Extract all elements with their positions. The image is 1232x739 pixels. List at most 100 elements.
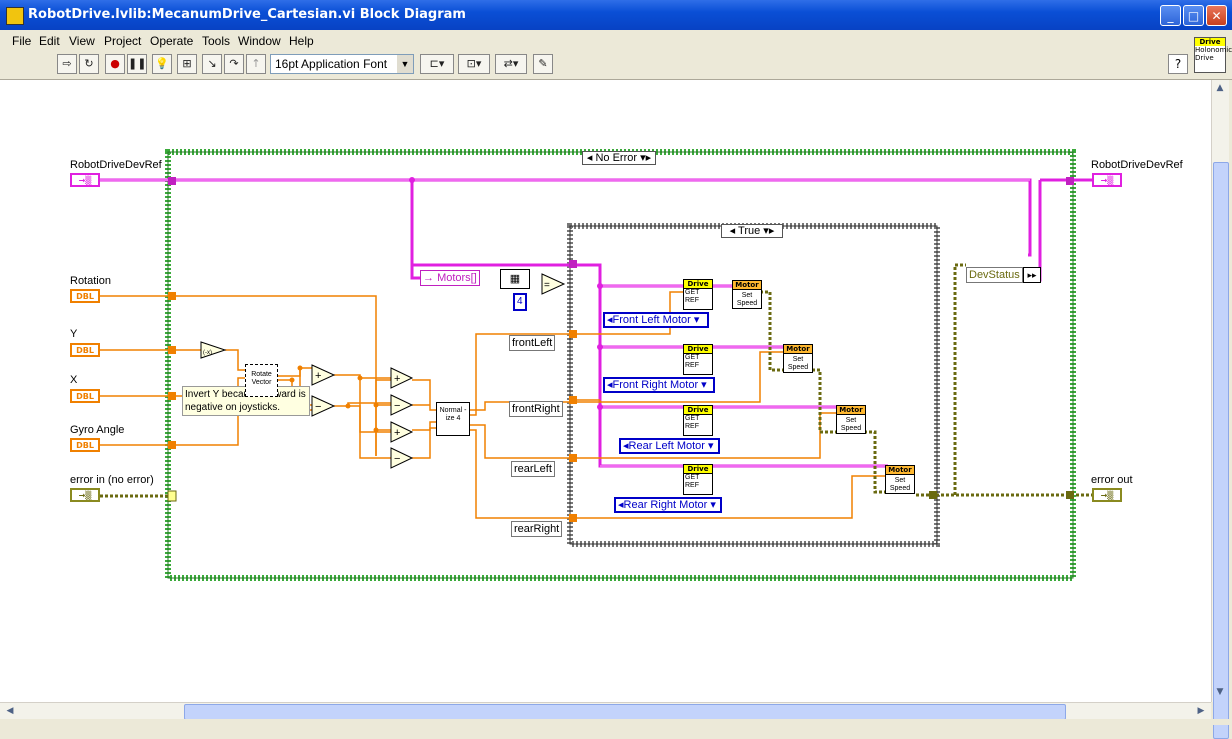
app-icon — [6, 7, 24, 25]
motor-set-speed-2[interactable]: Set Speed — [783, 353, 813, 373]
add-node-2 — [390, 367, 414, 389]
dev-status-unbundle[interactable]: DevStatus — [966, 267, 1023, 283]
negate-node — [200, 341, 227, 359]
horizontal-scrollbar[interactable]: ◀ ▶ — [0, 702, 1211, 720]
distribute-objects-icon[interactable]: ⊡▾ — [458, 54, 490, 74]
step-into-icon[interactable]: ↘ — [202, 54, 222, 74]
input-error-terminal[interactable]: →▒ — [70, 488, 100, 502]
status-bar — [0, 719, 1232, 725]
enum-front-left-motor[interactable]: ◂Front Left Motor ▾ — [603, 312, 709, 328]
scroll-right-icon[interactable]: ▶ — [1197, 706, 1205, 716]
close-button[interactable]: ✕ — [1206, 5, 1227, 26]
menu-edit[interactable]: Edit — [39, 34, 60, 48]
menu-operate[interactable]: Operate — [150, 34, 194, 48]
retain-wire-values-icon[interactable]: ⊞ — [177, 54, 197, 74]
vertical-scroll-thumb[interactable] — [1213, 162, 1229, 739]
vi-icon: Drive Holonomic Drive — [1194, 37, 1232, 73]
ref-wire — [100, 178, 1092, 468]
svg-text:−: − — [394, 453, 400, 465]
svg-text:=: = — [544, 280, 550, 291]
enum-rear-left-value: Rear Left Motor — [628, 440, 705, 452]
output-error-terminal[interactable]: →▒ — [1092, 488, 1122, 502]
align-objects-icon[interactable]: ⊏▾ — [420, 54, 454, 74]
motor-set-speed-3[interactable]: Set Speed — [836, 414, 866, 434]
sub-node-3 — [390, 447, 414, 469]
step-out-icon[interactable]: ↑ — [246, 54, 266, 74]
minimize-button[interactable]: _ — [1160, 5, 1181, 26]
help-button[interactable]: ? — [1168, 54, 1188, 74]
step-over-icon[interactable]: ↷ — [224, 54, 244, 74]
input-rotation-terminal[interactable]: DBL — [70, 289, 100, 303]
menu-file[interactable]: File — [12, 34, 32, 48]
font-select[interactable]: 16pt Application Font ▼ — [270, 54, 414, 74]
drive-get-ref-2: REF — [685, 362, 699, 369]
inner-case-selector[interactable]: ◂ True ▾▸ — [721, 224, 783, 238]
input-robot-ref-label: RobotDriveDevRef — [70, 159, 162, 171]
outer-case-selector[interactable]: ◂ No Error ▾▸ — [582, 151, 656, 165]
maximize-button[interactable]: □ — [1183, 5, 1204, 26]
motor-set-speed-4[interactable]: Set Speed — [885, 474, 915, 494]
error-wire — [100, 263, 1092, 498]
normalize-node[interactable]: Normal -ize 4 — [436, 402, 470, 436]
window-title: RobotDrive.lvlib:MecanumDrive_Cartesian.… — [28, 7, 466, 22]
enum-rear-right-value: Rear Right Motor — [623, 499, 708, 511]
enum-front-right-motor[interactable]: ◂Front Right Motor ▾ — [603, 377, 715, 393]
menu-view[interactable]: View — [69, 34, 95, 48]
sub-node-1 — [311, 395, 336, 417]
svg-text:+: + — [394, 427, 400, 439]
menu-project[interactable]: Project — [104, 34, 142, 48]
drive-get-ref-3: REF — [685, 423, 699, 430]
drive-get-get-1: GET — [685, 289, 700, 296]
array-size-icon[interactable]: ▦ — [500, 269, 530, 289]
output-robot-ref-terminal[interactable]: →▒ — [1092, 173, 1122, 187]
pause-icon[interactable]: ❚❚ — [127, 54, 147, 74]
inner-case-value: True — [738, 225, 761, 237]
menu-tools[interactable]: Tools — [202, 34, 231, 48]
reorder-icon[interactable]: ⇄▾ — [495, 54, 527, 74]
cleanup-diagram-icon[interactable]: ✎ — [533, 54, 553, 74]
motor-set-speed-1[interactable]: Set Speed — [732, 289, 762, 309]
wheel-label-rear-left: rearLeft — [511, 461, 555, 477]
vi-icon-header: Drive — [1195, 38, 1225, 46]
array-size-constant[interactable]: 4 — [513, 293, 527, 311]
vertical-scrollbar[interactable]: ▲ ▼ — [1211, 80, 1229, 739]
scroll-left-icon[interactable]: ◀ — [6, 706, 14, 716]
run-continuous-icon[interactable]: ↻ — [79, 54, 99, 74]
abort-icon[interactable]: ● — [105, 54, 125, 74]
output-robot-ref-label: RobotDriveDevRef — [1091, 159, 1183, 171]
input-gyro-label: Gyro Angle — [70, 424, 125, 436]
block-diagram-canvas[interactable]: +− +− +− = (-x) ◂ No Error ▾▸ ◂ True ▾▸ … — [0, 80, 1211, 702]
menu-help[interactable]: Help — [289, 34, 314, 48]
enum-front-right-value: Front Right Motor — [612, 379, 699, 391]
scroll-down-icon[interactable]: ▼ — [1216, 687, 1224, 697]
drive-get-get-3: GET — [685, 415, 700, 422]
input-x-terminal[interactable]: DBL — [70, 389, 100, 403]
enum-rear-left-motor[interactable]: ◂Rear Left Motor ▾ — [619, 438, 720, 454]
svg-text:+: + — [315, 370, 321, 382]
menu-window[interactable]: Window — [238, 34, 281, 48]
rotate-vector-node[interactable]: Rotate Vector — [245, 364, 278, 397]
svg-text:−: − — [394, 400, 400, 412]
run-arrow-icon[interactable]: ⇨ — [57, 54, 77, 74]
enum-front-left-value: Front Left Motor — [612, 314, 691, 326]
scroll-up-icon[interactable]: ▲ — [1216, 83, 1224, 93]
drive-get-ref-4: REF — [685, 482, 699, 489]
motors-label: Motors[] — [437, 272, 477, 284]
horizontal-scroll-thumb[interactable] — [184, 704, 1066, 720]
unbundle-icon: ▸▸ — [1023, 267, 1041, 283]
enum-rear-right-motor[interactable]: ◂Rear Right Motor ▾ — [614, 497, 722, 513]
input-gyro-terminal[interactable]: DBL — [70, 438, 100, 452]
highlight-execution-icon[interactable]: 💡 — [152, 54, 172, 74]
motors-array-unbundle[interactable]: → Motors[] — [420, 270, 480, 286]
chevron-down-icon: ▼ — [397, 55, 413, 73]
output-error-label: error out — [1091, 474, 1133, 486]
drive-get-get-2: GET — [685, 354, 700, 361]
outer-case-value: No Error — [595, 152, 638, 164]
input-robot-ref-terminal[interactable]: →▒ — [70, 173, 100, 187]
input-y-terminal[interactable]: DBL — [70, 343, 100, 357]
font-select-value: 16pt Application Font — [275, 57, 388, 71]
